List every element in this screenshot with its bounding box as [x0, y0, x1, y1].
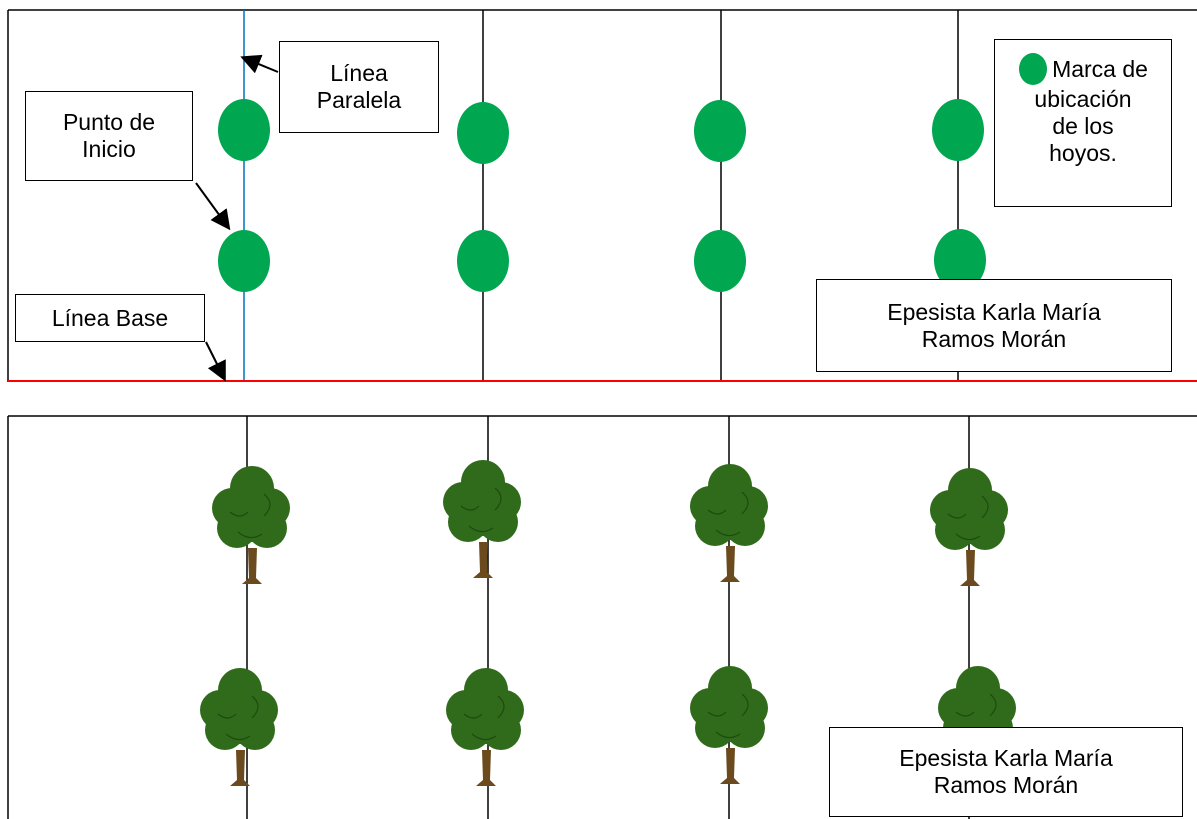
hole-mark [218, 230, 270, 292]
credit-top-line1: Epesista Karla María [887, 298, 1101, 325]
base-line-label: Línea Base [15, 294, 205, 342]
planting-layout-diagram: Línea Paralela Punto de Inicio Línea Bas… [0, 0, 1197, 392]
credit-label-bottom: Epesista Karla María Ramos Morán [829, 727, 1183, 817]
trees-canvas [7, 415, 1197, 819]
hole-mark-icon [1019, 53, 1048, 85]
hole-mark [457, 102, 509, 164]
parallel-line-label: Línea Paralela [279, 41, 439, 133]
tree-icon [199, 667, 279, 787]
credit-bottom-line1: Epesista Karla María [899, 745, 1113, 771]
hole-mark [932, 99, 984, 161]
tree-icon [689, 665, 769, 785]
hole-legend: Marca de ubicación de los hoyos. [994, 39, 1172, 207]
tree-icon [445, 667, 525, 787]
base-line-arrow [205, 341, 226, 382]
hole-mark [934, 229, 986, 291]
hole-legend-first-row: Marca de [1018, 52, 1148, 86]
credit-label-top: Epesista Karla María Ramos Morán [816, 279, 1172, 372]
hole-mark [218, 99, 270, 161]
tree-icon [211, 465, 291, 585]
tree-icon [442, 459, 522, 579]
layout-canvas [7, 9, 1197, 382]
start-point-label: Punto de Inicio [25, 91, 193, 181]
legend-line3: de los [1052, 113, 1114, 139]
credit-top-line2: Ramos Morán [921, 325, 1067, 352]
start-point-arrow [195, 182, 231, 231]
hole-mark [694, 230, 746, 292]
credit-bottom-line2: Ramos Morán [933, 772, 1079, 798]
hole-mark [457, 230, 509, 292]
parallel-line-arrow [240, 54, 279, 74]
parallel-line-label-line1: Línea [330, 60, 388, 86]
tree-icon [689, 463, 769, 583]
hole-mark [694, 100, 746, 162]
planted-trees-diagram: Epesista Karla María Ramos Morán [0, 400, 1197, 819]
legend-line1: Marca de [1052, 55, 1148, 82]
start-point-label-line1: Punto de [62, 109, 156, 135]
parallel-line-label-line2: Paralela [316, 87, 402, 113]
start-point-label-line2: Inicio [82, 136, 136, 162]
legend-line2: ubicación [1034, 86, 1132, 112]
base-line-label-text: Línea Base [51, 304, 169, 331]
tree-icon [929, 467, 1009, 587]
legend-line4: hoyos. [1049, 140, 1117, 166]
